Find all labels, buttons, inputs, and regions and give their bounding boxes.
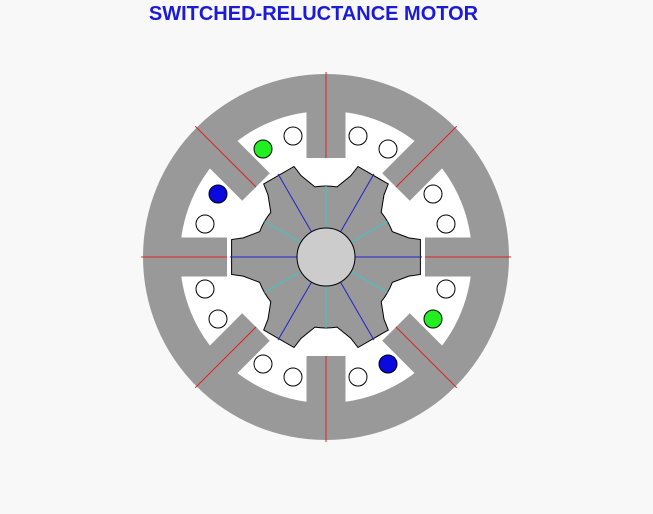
coil-idle [208, 309, 228, 329]
rotor-gap-axis [264, 271, 302, 293]
rotor-gap-axis [350, 221, 388, 243]
coil-phase_b [208, 184, 228, 204]
coil-idle [436, 279, 456, 299]
coil-idle [436, 214, 456, 234]
stator-pole-axis [395, 125, 458, 188]
shaft [296, 227, 356, 287]
coil-idle [348, 367, 368, 387]
rotor-tooth-axis [277, 281, 312, 341]
rotor-tooth-axis [277, 173, 312, 233]
coil-phase_b [378, 354, 398, 374]
coil-phase_a [423, 309, 443, 329]
rotor-gap-axis [350, 271, 388, 293]
stator-pole-axis [194, 125, 257, 188]
coil-idle [283, 367, 303, 387]
coil-idle [423, 184, 443, 204]
rotor-tooth-axis [340, 173, 375, 233]
coil-idle [253, 354, 273, 374]
coil-idle [378, 139, 398, 159]
coil-idle [195, 279, 215, 299]
coil-idle [283, 126, 303, 146]
coil-phase_a [253, 139, 273, 159]
coil-idle [195, 214, 215, 234]
stator-pole-axis [194, 326, 257, 389]
rotor-gap-axis [264, 221, 302, 243]
page-title: SWITCHED-RELUCTANCE MOTOR [148, 3, 479, 25]
stator-pole-axis [395, 326, 458, 389]
rotor-tooth-axis [340, 281, 375, 341]
coil-idle [348, 126, 368, 146]
